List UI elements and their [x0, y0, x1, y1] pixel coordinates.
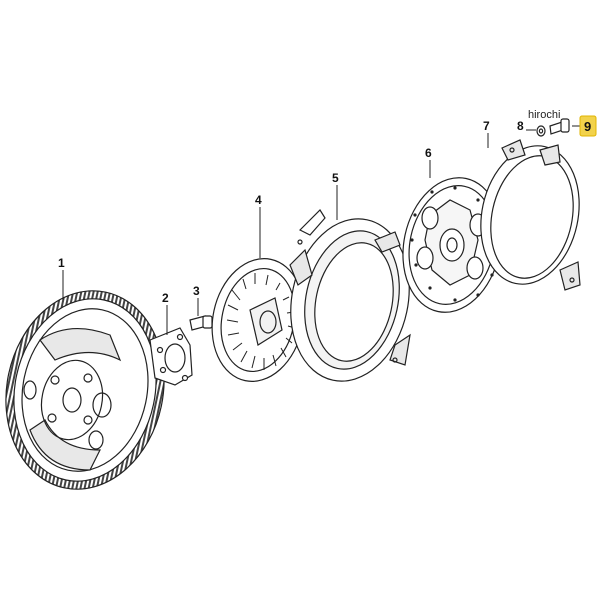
leader-lines	[62, 125, 580, 335]
part-5-pressure-plate	[289, 209, 411, 382]
part-6-intermediate-plate	[402, 177, 502, 313]
callout-9-highlight-box	[579, 115, 597, 137]
callout-3: 3	[193, 284, 200, 298]
part-1-flywheel	[5, 290, 165, 490]
callout-9: 9	[584, 119, 591, 134]
callout-5: 5	[332, 171, 339, 185]
callout-6: 6	[425, 146, 432, 160]
callout-4: 4	[255, 193, 262, 207]
part-2-plate	[149, 327, 193, 386]
callout-8: 8	[517, 119, 524, 133]
callout-1: 1	[58, 256, 65, 270]
callout-2: 2	[162, 291, 169, 305]
callout-7: 7	[483, 119, 490, 133]
part-9-screw	[549, 118, 570, 135]
part-3-bolt	[189, 315, 213, 331]
part-8-washer	[536, 125, 546, 137]
part-7-outer-ring	[480, 139, 581, 291]
watermark-text: hirochi	[528, 109, 560, 121]
